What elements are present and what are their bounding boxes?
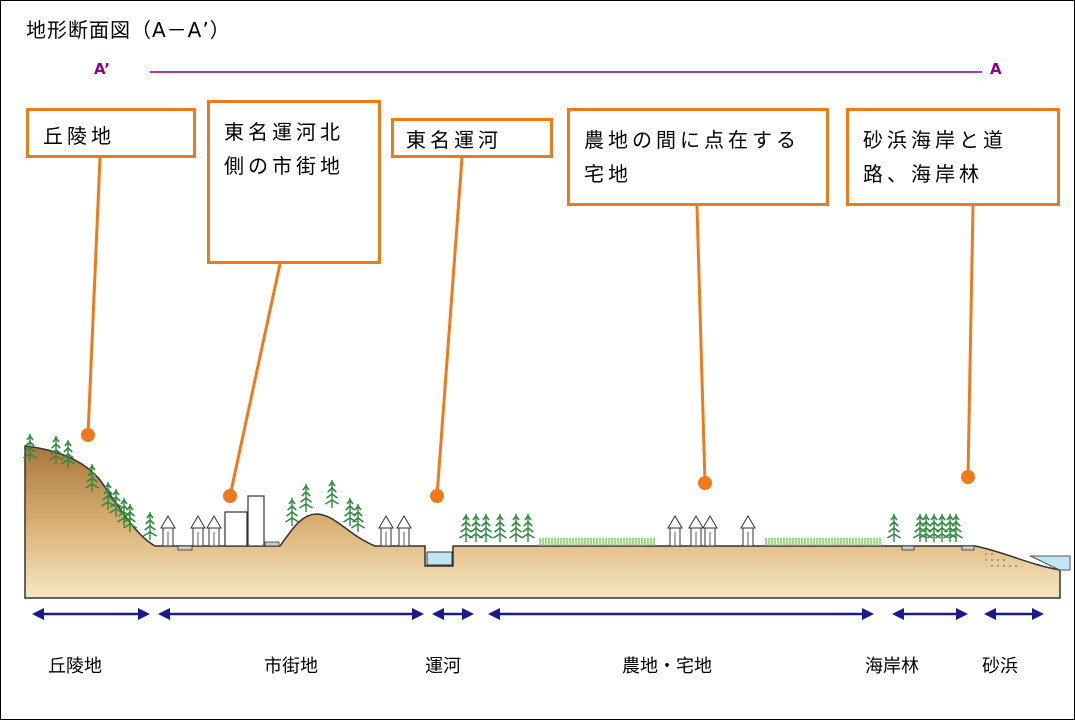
tree-icon	[48, 436, 64, 464]
zone-extent-arrow	[158, 608, 424, 620]
zone-extent-arrow	[32, 608, 150, 620]
callout-hills: 丘陵地	[26, 108, 196, 158]
crop-row-icon	[765, 538, 881, 546]
section-label-right: A	[990, 60, 1002, 78]
house-icon	[667, 515, 683, 547]
zone-extent-arrow	[984, 608, 1044, 620]
house-icon	[702, 515, 718, 547]
canal-water	[426, 551, 453, 566]
sand-beach-texture	[980, 548, 1030, 570]
house-icon	[740, 515, 756, 547]
tree-icon	[468, 514, 484, 542]
category-label-beach: 砂浜	[982, 656, 1018, 677]
tree-icon	[492, 514, 508, 542]
callout-leader	[81, 157, 102, 442]
tree-icon	[520, 514, 536, 542]
tree-icon	[508, 514, 524, 542]
category-label-canal: 運河	[425, 656, 461, 677]
house-icon	[378, 515, 394, 547]
tree-icon	[324, 480, 340, 508]
section-label-left: A’	[94, 60, 110, 78]
tree-icon	[350, 504, 366, 532]
category-label-farm: 農地・宅地	[622, 656, 712, 677]
road-icon	[177, 545, 193, 551]
category-label-hills: 丘陵地	[48, 656, 102, 677]
diagram-title: 地形断面図（A－A’）	[26, 18, 231, 42]
tree-icon	[298, 484, 314, 512]
road-icon	[264, 541, 280, 547]
callout-leader	[430, 157, 464, 503]
callout-north-city: 東名運河北側の市街地	[207, 100, 381, 264]
house-icon	[206, 515, 222, 547]
house-icon	[160, 515, 176, 547]
house-icon	[190, 515, 206, 547]
building-icon	[224, 511, 248, 547]
building-icon	[247, 495, 265, 547]
zone-extent-arrow	[488, 608, 874, 620]
tree-icon	[142, 512, 158, 540]
tree-icon	[926, 514, 942, 542]
terrain-profile	[24, 445, 1061, 599]
tree-icon	[284, 498, 300, 526]
tree-icon	[948, 514, 964, 542]
house-icon	[688, 515, 704, 547]
tree-icon	[886, 514, 902, 542]
category-label-coastal-forest: 海岸林	[865, 656, 919, 677]
callout-leader	[961, 205, 975, 484]
tree-icon	[60, 440, 76, 468]
callout-leader	[695, 205, 712, 490]
tree-icon	[22, 434, 38, 462]
zone-extent-arrow	[432, 608, 474, 620]
callout-canal: 東名運河	[391, 118, 553, 158]
callout-farm-houses: 農地の間に点在する宅地	[567, 108, 829, 206]
road-icon	[901, 545, 915, 551]
tree-icon	[122, 504, 138, 532]
road-icon	[961, 545, 975, 551]
zone-extent-arrow	[892, 608, 968, 620]
category-label-city: 市街地	[264, 656, 318, 677]
tree-icon	[934, 514, 950, 542]
crop-row-icon	[539, 538, 655, 546]
tree-icon	[84, 464, 100, 492]
tree-icon	[342, 498, 358, 526]
tree-icon	[100, 482, 116, 510]
tree-icon	[108, 489, 124, 517]
house-icon	[396, 515, 412, 547]
callout-beach-road: 砂浜海岸と道路、海岸林	[846, 108, 1060, 206]
callout-leader	[223, 263, 282, 503]
sea-water	[1029, 555, 1071, 571]
tree-icon	[478, 514, 494, 542]
